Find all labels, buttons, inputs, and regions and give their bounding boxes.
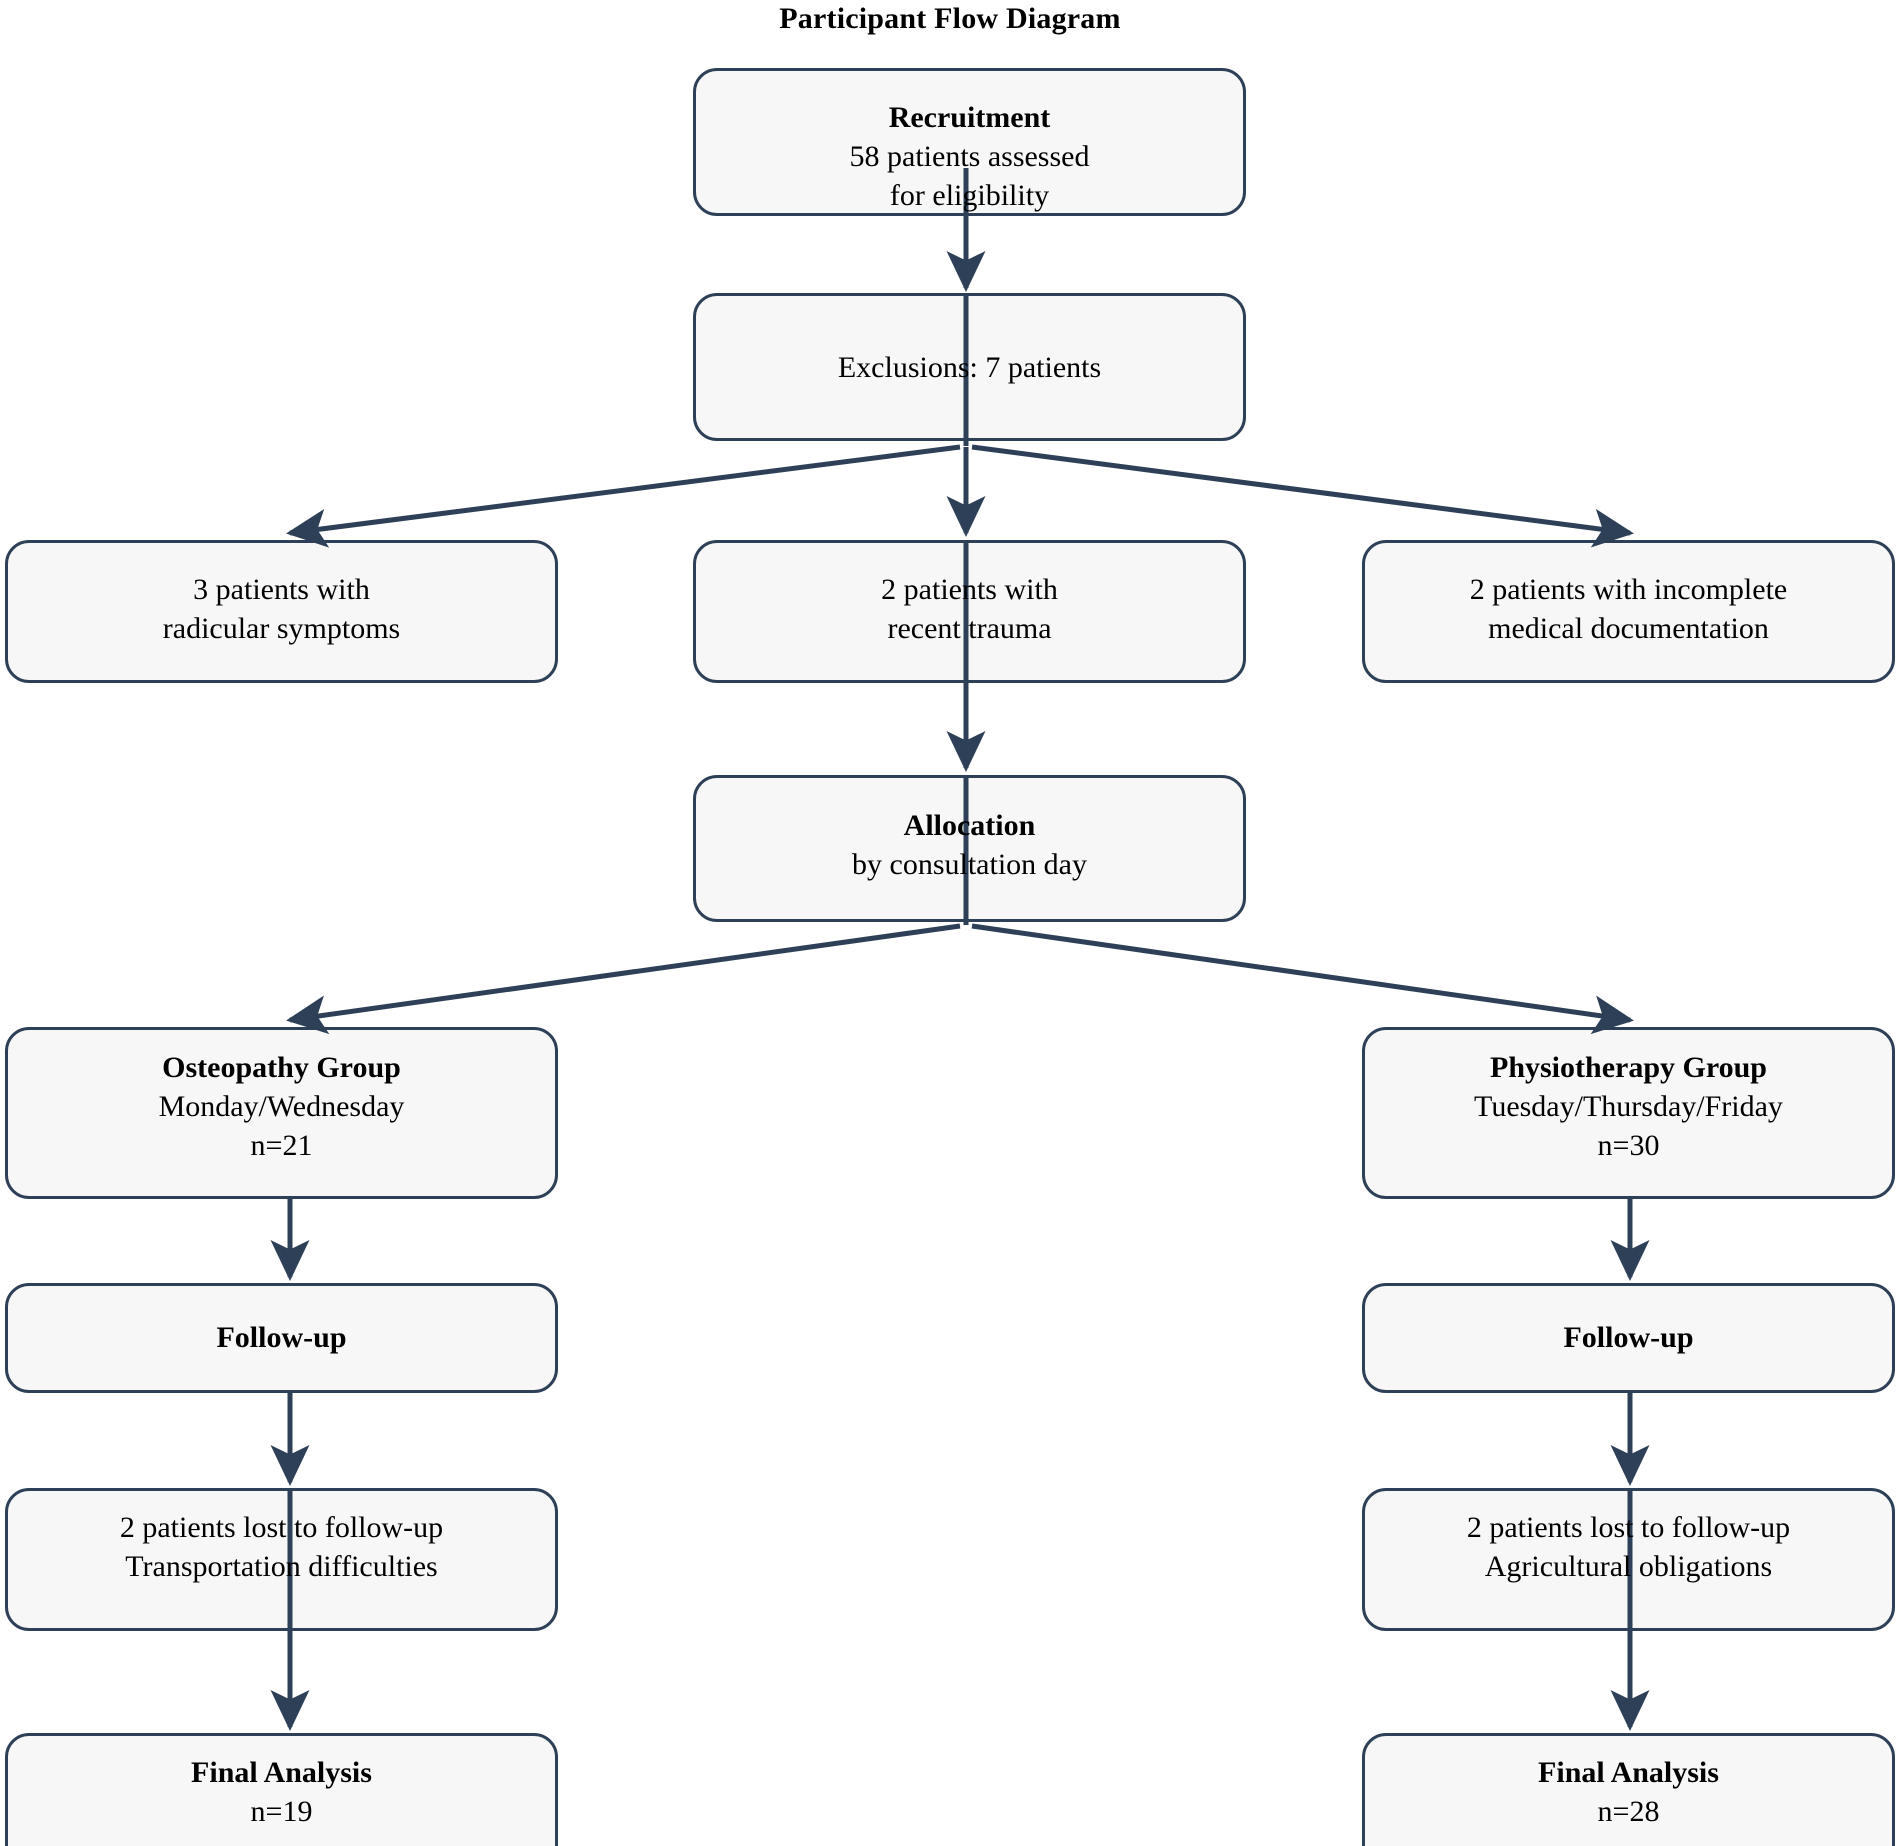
physiotherapy-group-label: Physiotherapy Group Tuesday/Thursday/Fri…: [1362, 1048, 1895, 1165]
page-title: Participant Flow Diagram: [779, 2, 1121, 35]
osteopathy-final-analysis-box: [5, 1733, 558, 1846]
physiotherapy-followup-heading: Follow-up: [1563, 1321, 1694, 1354]
exclusion-documentation-line-2: medical documentation: [1488, 612, 1769, 645]
osteopathy-lost-line-1: 2 patients lost to follow-up: [119, 1511, 444, 1544]
osteopathy-lost-to-followup-box: [5, 1488, 558, 1631]
osteopathy-followup-label: Follow-up: [5, 1318, 558, 1357]
exclusion-documentation-line-1: 2 patients with incomplete: [1469, 573, 1788, 606]
osteopathy-final-line-1: n=19: [250, 1795, 313, 1828]
physiotherapy-lost-line-2: Agricultural obligations: [1484, 1550, 1773, 1583]
exclusion-radicular-line-2: radicular symptoms: [162, 612, 401, 645]
physiotherapy-group-heading: Physiotherapy Group: [1490, 1051, 1767, 1084]
osteopathy-group-line-2: n=21: [250, 1129, 313, 1162]
exclusion-trauma-label: 2 patients with recent trauma: [693, 570, 1246, 648]
physiotherapy-group-line-2: n=30: [1597, 1129, 1660, 1162]
physiotherapy-followup-label: Follow-up: [1362, 1318, 1895, 1357]
recruitment-line-1: 58 patients assessed: [849, 140, 1090, 173]
physiotherapy-lost-to-followup-label: 2 patients lost to follow-up Agricultura…: [1362, 1508, 1895, 1586]
recruitment-box: [693, 68, 1246, 216]
physiotherapy-final-line-1: n=28: [1597, 1795, 1660, 1828]
osteopathy-final-heading: Final Analysis: [191, 1756, 372, 1789]
exclusion-radicular-box: [5, 540, 558, 683]
osteopathy-group-label: Osteopathy Group Monday/Wednesday n=21: [5, 1048, 558, 1165]
exclusions-label: Exclusions: 7 patients: [693, 348, 1246, 387]
exclusion-trauma-box: [693, 540, 1246, 683]
allocation-line-1: by consultation day: [852, 848, 1087, 881]
exclusion-documentation-box: [1362, 540, 1895, 683]
osteopathy-group-heading: Osteopathy Group: [162, 1051, 401, 1084]
physiotherapy-group-line-1: Tuesday/Thursday/Friday: [1474, 1090, 1783, 1123]
exclusion-radicular-label: 3 patients with radicular symptoms: [5, 570, 558, 648]
allocation-label: Allocation by consultation day: [693, 806, 1246, 884]
exclusion-trauma-line-1: 2 patients with: [881, 573, 1058, 606]
physiotherapy-followup-box: [1362, 1283, 1895, 1393]
exclusions-box: [693, 293, 1246, 441]
osteopathy-lost-line-2: Transportation difficulties: [125, 1550, 438, 1583]
exclusions-line-1: Exclusions: 7 patients: [837, 351, 1102, 384]
recruitment-heading: Recruitment: [888, 101, 1051, 134]
osteopathy-final-analysis-label: Final Analysis n=19: [5, 1753, 558, 1831]
recruitment-label: Recruitment 58 patients assessed for eli…: [693, 98, 1246, 215]
exclusion-radicular-line-1: 3 patients with: [193, 573, 370, 606]
exclusion-documentation-label: 2 patients with incomplete medical docum…: [1362, 570, 1895, 648]
osteopathy-group-box: [5, 1027, 558, 1199]
osteopathy-followup-heading: Follow-up: [216, 1321, 347, 1354]
allocation-heading: Allocation: [903, 809, 1036, 842]
physiotherapy-lost-line-1: 2 patients lost to follow-up: [1466, 1511, 1791, 1544]
physiotherapy-final-analysis-label: Final Analysis n=28: [1362, 1753, 1895, 1831]
allocation-box: [693, 775, 1246, 922]
osteopathy-lost-to-followup-label: 2 patients lost to follow-up Transportat…: [5, 1508, 558, 1586]
physiotherapy-final-analysis-box: [1362, 1733, 1895, 1846]
osteopathy-followup-box: [5, 1283, 558, 1393]
recruitment-line-2: for eligibility: [889, 179, 1050, 212]
osteopathy-group-line-1: Monday/Wednesday: [158, 1090, 405, 1123]
exclusion-trauma-line-2: recent trauma: [887, 612, 1052, 645]
physiotherapy-final-heading: Final Analysis: [1538, 1756, 1719, 1789]
